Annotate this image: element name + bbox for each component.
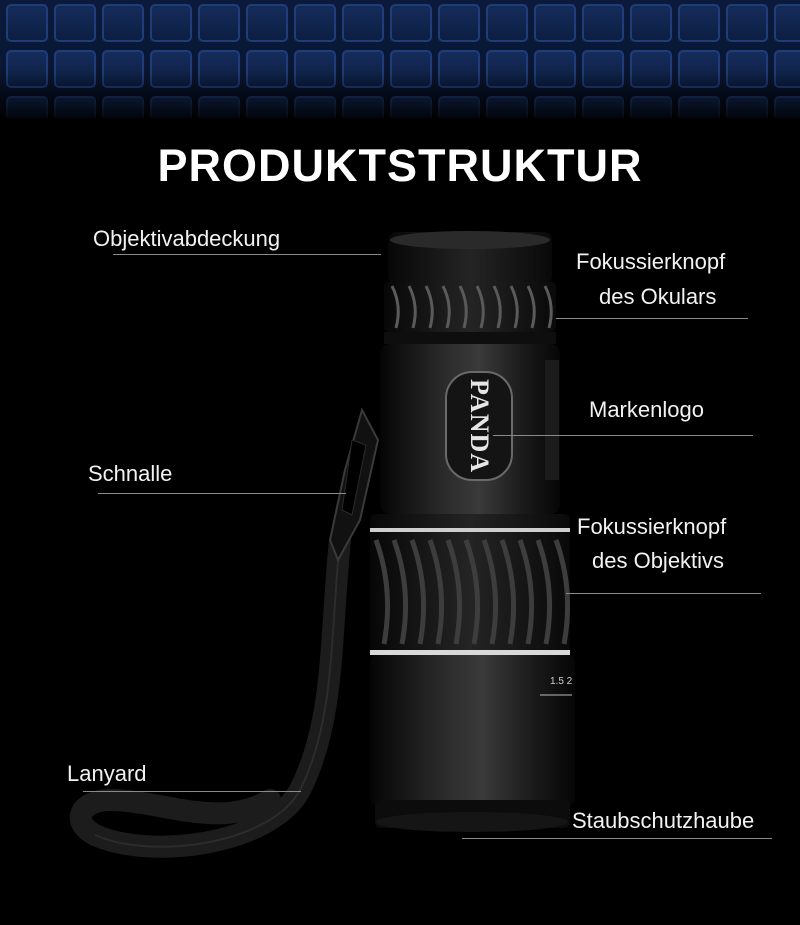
eyepiece-groove	[492, 285, 502, 329]
banner-tile	[774, 4, 800, 42]
eyepiece-groove	[475, 285, 485, 329]
eyepiece-groove	[424, 285, 434, 329]
eyepiece-focus-ring	[384, 282, 556, 344]
eyepiece-groove	[407, 285, 417, 329]
lens-cover	[388, 231, 552, 284]
objective-groove	[373, 539, 391, 645]
banner-tile	[246, 4, 288, 42]
eyepiece-groove	[458, 285, 468, 329]
objective-groove	[553, 539, 571, 645]
banner-tile	[150, 4, 192, 42]
monocular-body	[380, 344, 560, 514]
objective-groove	[391, 539, 409, 645]
label-eyepiece-focus-1: Fokussierknopf	[576, 249, 726, 274]
label-lens-cover: Objektivabdeckung	[93, 226, 281, 251]
label-eyepiece-focus-2: des Okulars	[599, 284, 717, 309]
leader-line-objective-focus	[566, 593, 761, 594]
banner-tile	[6, 4, 48, 42]
lanyard-strap	[69, 529, 351, 858]
leader-line-lens-cover	[113, 254, 381, 255]
banner-tile	[630, 4, 672, 42]
banner-shade	[0, 70, 800, 118]
objective-groove	[517, 539, 535, 645]
objective-groove	[481, 539, 499, 645]
label-buckle: Schnalle	[88, 461, 173, 486]
objective-groove	[409, 539, 427, 645]
page-title: PRODUKTSTRUKTUR	[157, 140, 643, 191]
banner-tile	[342, 4, 384, 42]
label-objective-focus-2: des Objektivs	[592, 548, 725, 573]
objective-groove	[499, 539, 517, 645]
header-banner	[0, 0, 800, 118]
label-brand-logo: Markenlogo	[589, 397, 704, 422]
banner-tile	[198, 4, 240, 42]
eyepiece-groove	[509, 285, 519, 329]
label-dust-cap: Staubschutzhaube	[572, 808, 755, 833]
banner-tile	[438, 4, 480, 42]
eyepiece-groove	[441, 285, 451, 329]
objective-focus-ring	[370, 514, 571, 655]
label-lanyard: Lanyard	[67, 761, 147, 786]
buckle	[328, 407, 380, 563]
banner-tile	[726, 4, 768, 42]
brand-logo-text: PANDA	[465, 378, 494, 474]
banner-tile	[54, 4, 96, 42]
banner-tile	[486, 4, 528, 42]
eyepiece-groove	[543, 285, 553, 329]
label-objective-focus-1: Fokussierknopf	[577, 514, 727, 539]
objective-groove	[535, 539, 553, 645]
scale-marks: 1.5 2	[550, 676, 573, 687]
objective-groove	[427, 539, 445, 645]
banner-tile	[534, 4, 576, 42]
leader-line-eyepiece-focus	[556, 318, 748, 319]
banner-tile	[102, 4, 144, 42]
monocular-lower-body	[370, 655, 575, 832]
banner-tile	[582, 4, 624, 42]
leader-line-buckle	[98, 493, 346, 494]
eyepiece-groove	[390, 285, 400, 329]
leader-line-dust-cap	[462, 838, 772, 839]
banner-tile	[294, 4, 336, 42]
banner-tile	[678, 4, 720, 42]
leader-line-lanyard	[83, 791, 301, 792]
eyepiece-groove	[526, 285, 536, 329]
objective-groove	[445, 539, 463, 645]
objective-groove	[463, 539, 481, 645]
leader-line-brand-logo	[493, 435, 753, 436]
banner-tile	[390, 4, 432, 42]
